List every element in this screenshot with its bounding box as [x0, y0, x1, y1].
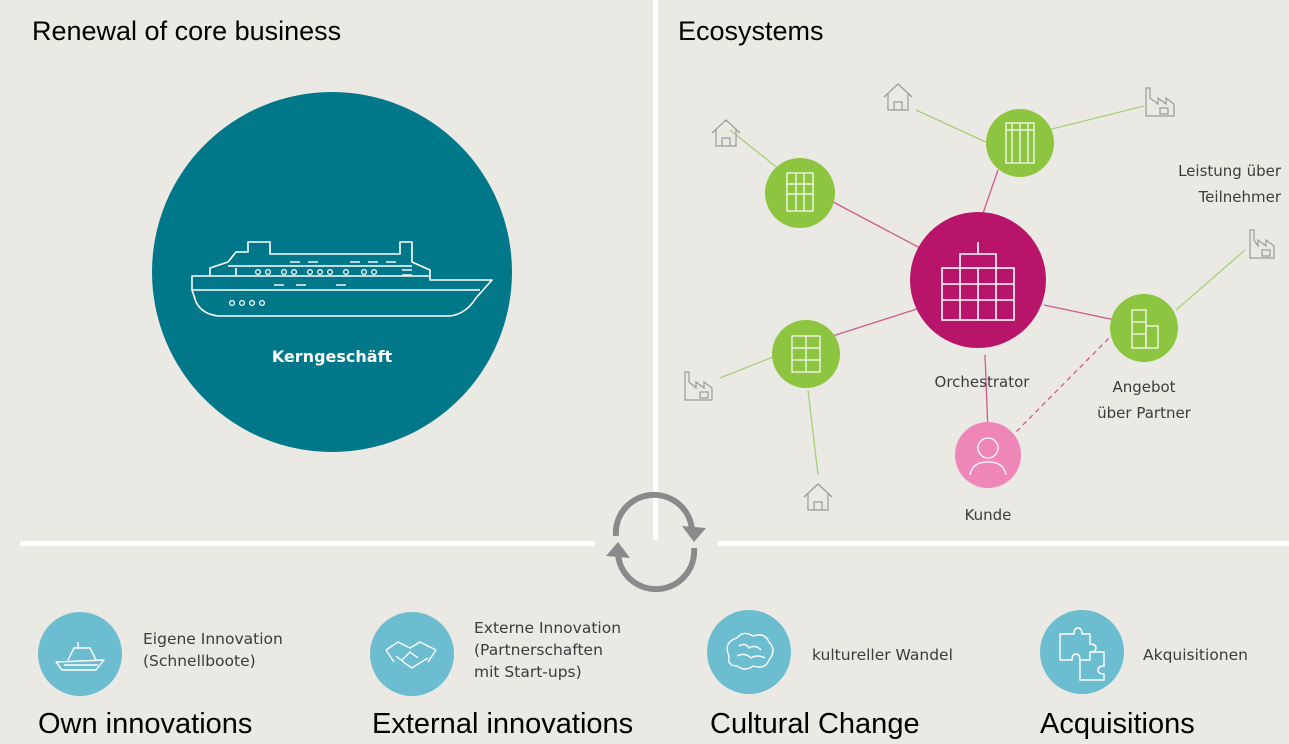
- feature-label-line: Akquisitionen: [1143, 646, 1248, 664]
- factory-icon: [1145, 87, 1175, 117]
- participant-label-line2: Teilnehmer: [1198, 188, 1282, 206]
- brain-icon: [726, 632, 774, 670]
- feature-label-own: Eigene Innovation (Schnellboote): [143, 628, 283, 672]
- horizontal-divider-left: [20, 541, 595, 546]
- feature-label-line: (Partnerschaften: [474, 641, 603, 659]
- partner-node-right: [1110, 294, 1178, 362]
- core-business-title: Renewal of core business: [32, 16, 342, 46]
- feature-label-acquisitions: Akquisitionen: [1143, 644, 1248, 666]
- partner-node-left-top: [765, 158, 835, 228]
- speedboat-feature-circle: [38, 612, 122, 696]
- factory-icon: [684, 371, 713, 401]
- speedboat-icon: [55, 642, 105, 671]
- participant-label-line1: Leistung über: [1178, 162, 1282, 180]
- handshake-feature-circle: [370, 612, 454, 696]
- cruise-ship-icon: [191, 241, 493, 317]
- partner-links: [719, 105, 1246, 476]
- customer-label: Kunde: [965, 506, 1012, 524]
- customer-node: [955, 422, 1021, 488]
- horizontal-divider-right: [718, 541, 1289, 546]
- vertical-divider: [653, 0, 658, 540]
- ecosystem-network: Orchestrator Kunde Angebot über Partner …: [684, 83, 1282, 524]
- feature-title-external: External innovations: [372, 708, 634, 740]
- partner-offer-label-line1: Angebot: [1112, 378, 1175, 396]
- orchestrator-label: Orchestrator: [935, 373, 1031, 391]
- core-business-diagram: Kerngeschäft: [152, 92, 512, 452]
- house-icon: [803, 483, 833, 511]
- feature-label-external: Externe Innovation (Partnerschaften mit …: [474, 617, 621, 683]
- feature-label-line: mit Start-ups): [474, 663, 582, 681]
- refresh-cycle-icon: [606, 492, 706, 592]
- feature-title-cultural: Cultural Change: [710, 708, 920, 740]
- orchestrator-hub: [910, 212, 1046, 348]
- feature-title-own: Own innovations: [38, 708, 253, 740]
- core-business-label: Kerngeschäft: [272, 347, 393, 366]
- feature-label-line: (Schnellboote): [143, 652, 256, 670]
- feature-label-line: Externe Innovation: [474, 619, 622, 637]
- partner-node-left-bottom: [772, 320, 840, 388]
- feature-label-cultural: kultureller Wandel: [812, 644, 953, 666]
- puzzle-feature-circle: [1040, 610, 1124, 694]
- feature-title-acquisitions: Acquisitions: [1040, 708, 1195, 740]
- house-icon: [883, 83, 913, 111]
- feature-label-line: kultureller Wandel: [812, 646, 953, 664]
- house-icon: [711, 119, 741, 147]
- puzzle-icon: [1059, 627, 1105, 681]
- handshake-icon: [385, 641, 437, 669]
- factory-icon: [1249, 229, 1275, 259]
- partner-offer-label-line2: über Partner: [1097, 404, 1192, 422]
- feature-label-line: Eigene Innovation: [143, 630, 283, 648]
- brain-feature-circle: [707, 610, 791, 694]
- ecosystems-title: Ecosystems: [678, 16, 824, 46]
- partner-node-top: [986, 109, 1054, 177]
